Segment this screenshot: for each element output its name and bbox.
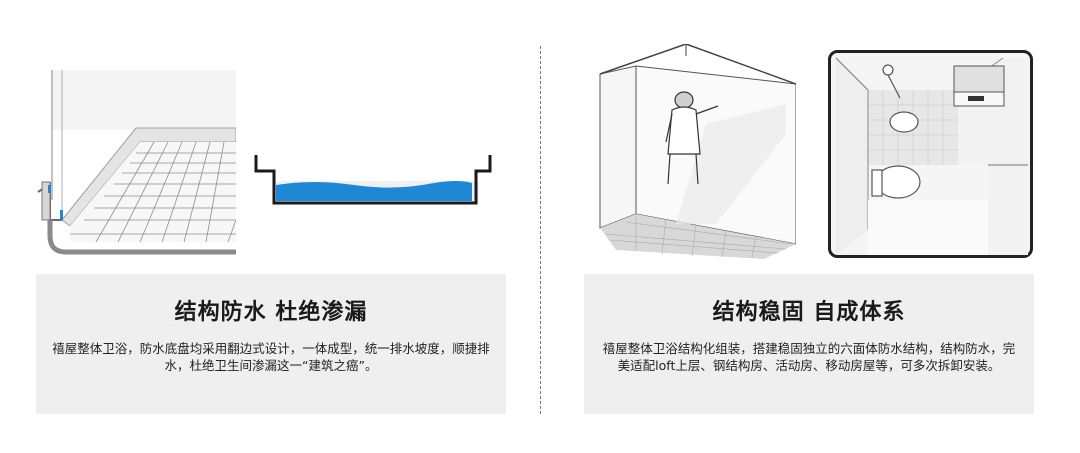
tray-cross-section-water-illustration [254,155,492,205]
right-feature-description: 禧屋整体卫浴结构化组装，搭建稳固独立的六面体防水结构，结构防水，完美适配loft… [602,341,1016,373]
left-feature-description: 禧屋整体卫浴，防水底盘均采用翻边式设计，一体成型，统一排水坡度，顺捷排水，杜绝卫… [52,341,490,373]
bathroom-top-view-illustration [828,50,1033,258]
waterproof-tray-corner-illustration [37,70,236,255]
right-feature-panel: 结构稳固 自成体系 禧屋整体卫浴结构化组装，搭建稳固独立的六面体防水结构，结构防… [584,274,1034,414]
right-feature-title: 结构稳固 自成体系 [712,300,906,325]
bathroom-cubicle-structure-illustration [599,44,796,259]
section-divider [540,46,541,414]
left-feature-panel: 结构防水 杜绝渗漏 禧屋整体卫浴，防水底盘均采用翻边式设计，一体成型，统一排水坡… [36,274,506,414]
left-feature-title: 结构防水 杜绝渗漏 [174,300,368,325]
